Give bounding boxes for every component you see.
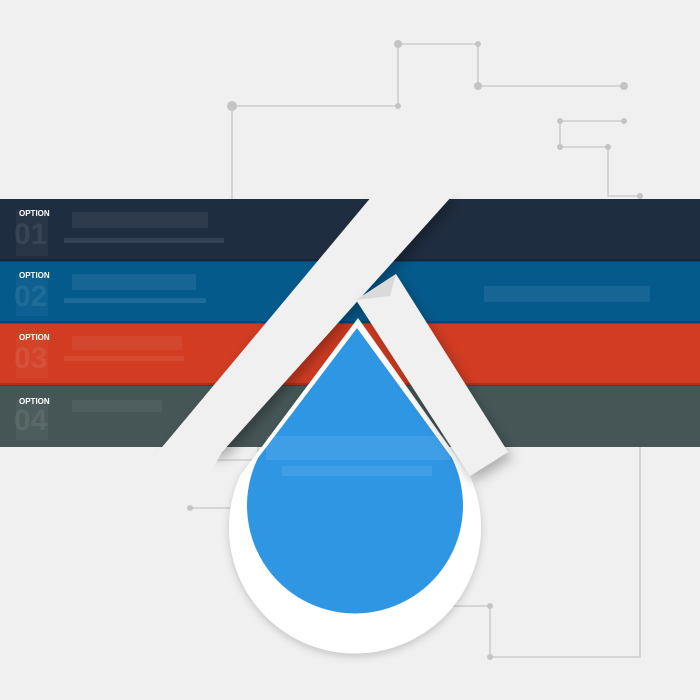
lambda-icon bbox=[150, 118, 520, 476]
option-4-number: 04 bbox=[14, 404, 48, 437]
option-4-label: OPTION bbox=[19, 396, 50, 407]
option-2-number: 02 bbox=[14, 280, 48, 313]
option-2-label: OPTION bbox=[19, 270, 50, 281]
water-drop-icon bbox=[229, 318, 481, 654]
option-3-number: 03 bbox=[14, 342, 48, 375]
band-placeholders bbox=[16, 210, 650, 440]
option-3-label: OPTION bbox=[19, 332, 50, 343]
option-1-label: OPTION bbox=[19, 208, 50, 219]
option-1-number: 01 bbox=[14, 218, 48, 251]
